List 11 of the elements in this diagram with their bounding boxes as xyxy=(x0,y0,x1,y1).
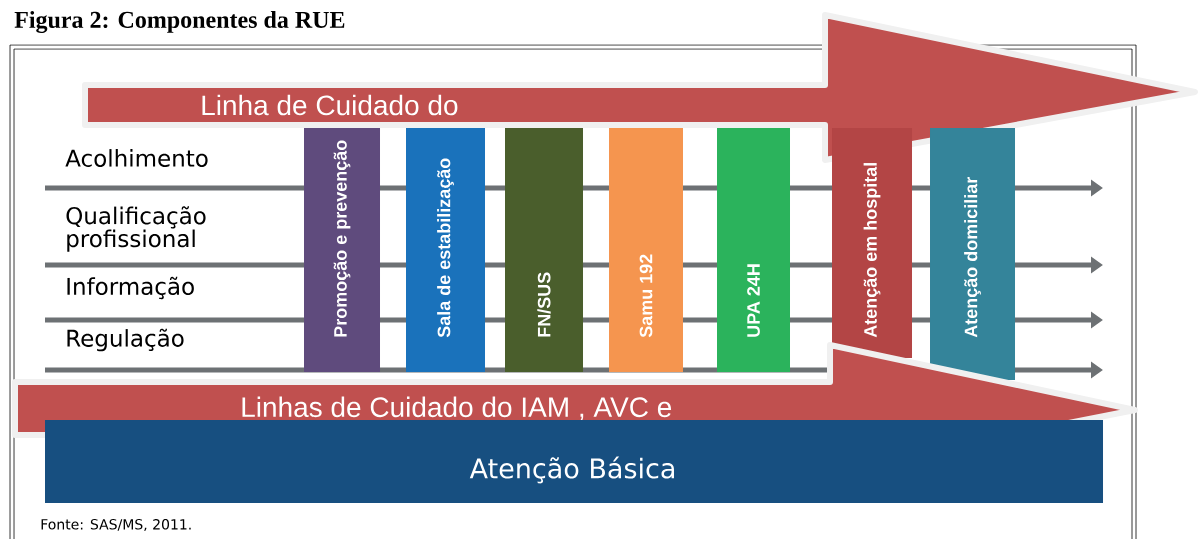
component-bar: Atenção domiciliar xyxy=(930,128,1015,380)
row-label: Qualificação profissional xyxy=(66,206,206,252)
component-bar: Atenção em hospital xyxy=(832,128,912,358)
component-bar: Promoção e prevenção xyxy=(304,128,380,372)
base-band: Atenção Básica xyxy=(45,420,1103,503)
component-bar: Samu 192 xyxy=(609,128,683,372)
component-bar: Sala de estabilização xyxy=(406,128,485,372)
component-bar: FN/SUS xyxy=(505,128,583,372)
component-bar: UPA 24H xyxy=(717,128,790,372)
row-label: Informação xyxy=(67,276,194,300)
source-note: Fonte: SAS/MS, 2011. xyxy=(41,519,191,531)
